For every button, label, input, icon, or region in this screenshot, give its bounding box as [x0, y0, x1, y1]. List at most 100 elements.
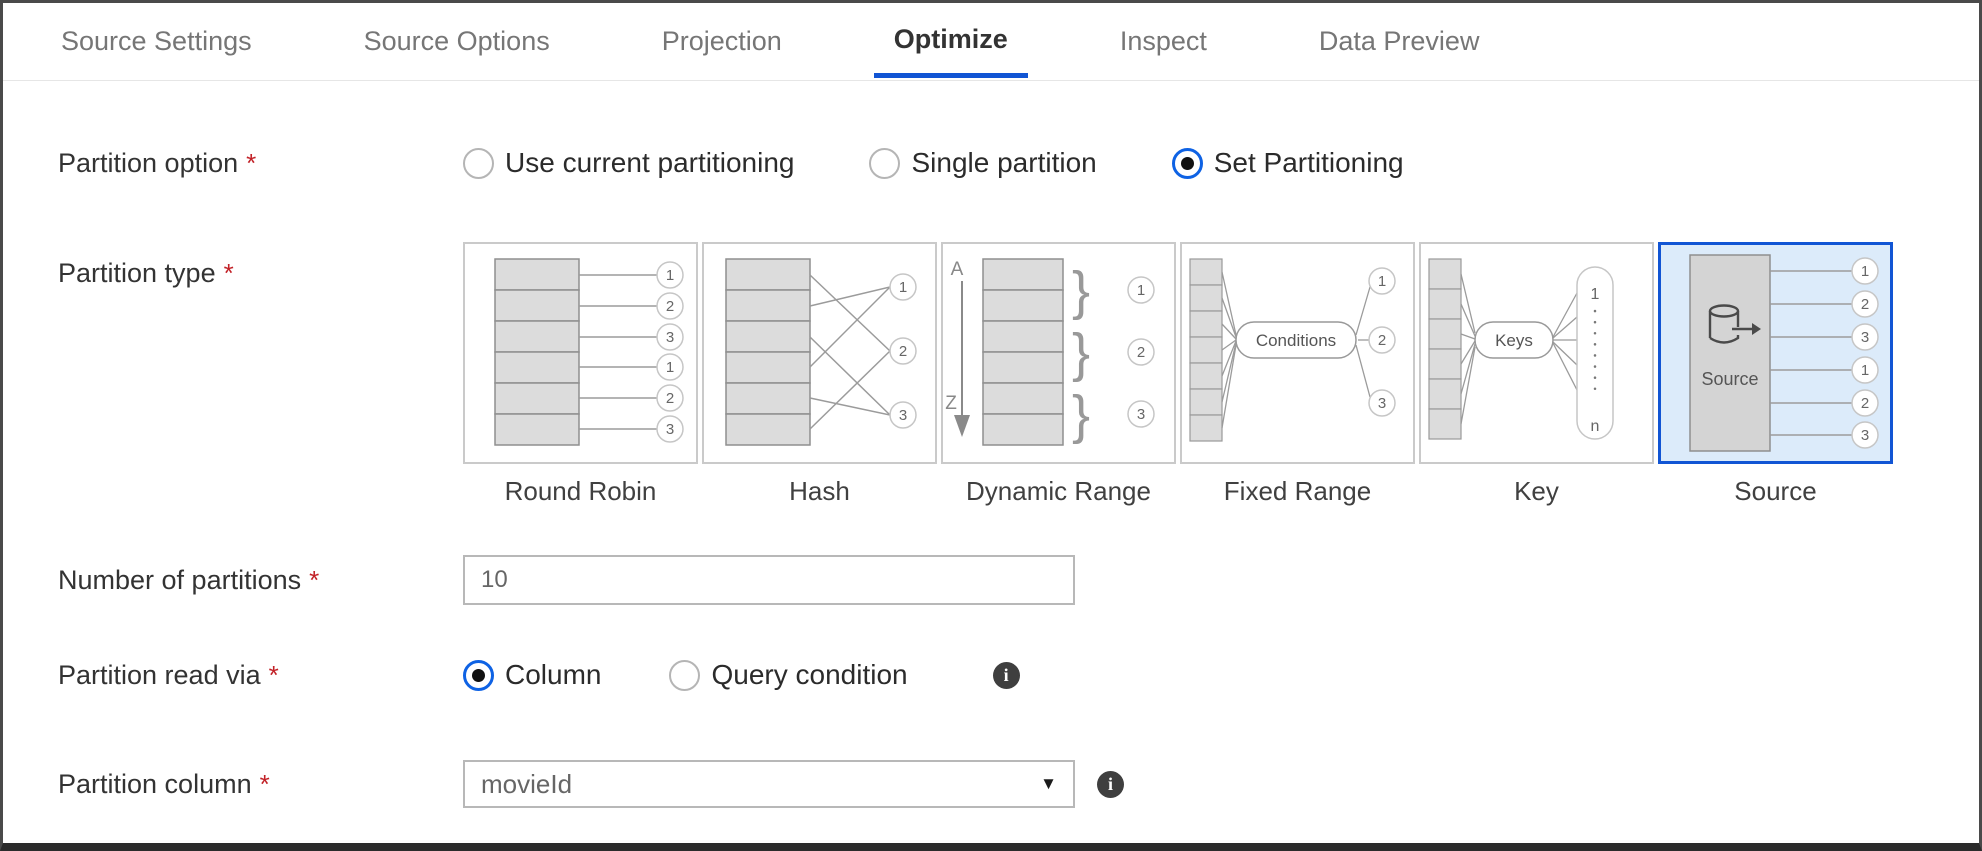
tab-data-preview[interactable]: Data Preview — [1318, 26, 1480, 56]
tab-optimize[interactable]: Optimize — [873, 6, 1028, 78]
tile-caption-source: Source — [1734, 476, 1817, 506]
partition-column-row: Partition column* movieId ▼ i — [58, 760, 1979, 808]
svg-text:}: } — [1071, 385, 1089, 445]
tile-round-robin[interactable]: 1 2 3 1 2 3 — [463, 242, 698, 464]
tab-bar: Source Settings Source Options Projectio… — [3, 3, 1979, 81]
required-asterisk: * — [259, 768, 270, 799]
svg-text:2: 2 — [1377, 332, 1385, 349]
tab-source-options[interactable]: Source Options — [363, 26, 550, 56]
chevron-down-icon: ▼ — [1040, 774, 1057, 793]
tile-hash[interactable]: 1 2 3 — [702, 242, 937, 464]
radio-circle-selected[interactable] — [463, 659, 494, 691]
partition-option-radio-group: Use current partitioning Single partitio… — [463, 147, 1404, 179]
svg-text:3: 3 — [665, 421, 673, 438]
radio-query-condition[interactable]: Query condition — [669, 659, 908, 691]
number-of-partitions-label-text: Number of partitions — [58, 564, 302, 595]
info-icon[interactable]: i — [992, 661, 1020, 689]
tab-projection[interactable]: Projection — [661, 26, 782, 56]
partition-type-tiles: 1 2 3 1 2 3 Round Robin — [463, 242, 1893, 507]
partition-read-via-label-text: Partition read via — [58, 659, 261, 690]
partition-type-label-text: Partition type — [58, 258, 216, 288]
svg-text:3: 3 — [1377, 395, 1385, 412]
radio-single-partition[interactable]: Single partition — [869, 147, 1097, 179]
tile-fixed-range[interactable]: Conditions 1 2 3 — [1180, 242, 1415, 464]
partition-read-via-label: Partition read via* — [58, 660, 463, 691]
svg-text:3: 3 — [898, 407, 906, 424]
partition-read-via-row: Partition read via* Column Query conditi… — [58, 650, 1979, 700]
radio-set-partitioning[interactable]: Set Partitioning — [1171, 147, 1404, 179]
required-asterisk: * — [309, 564, 320, 595]
radio-label: Single partition — [911, 147, 1097, 178]
radio-circle[interactable] — [669, 659, 701, 691]
svg-text:3: 3 — [1860, 427, 1868, 444]
radio-use-current-partitioning[interactable]: Use current partitioning — [463, 147, 794, 179]
tile-caption-round-robin: Round Robin — [504, 476, 657, 506]
partition-option-label: Partition option* — [58, 148, 463, 179]
info-icon[interactable]: i — [1097, 770, 1124, 798]
radio-label: Column — [505, 659, 602, 690]
radio-circle[interactable] — [869, 147, 901, 179]
tile-caption-hash: Hash — [789, 476, 850, 506]
svg-text:1: 1 — [665, 359, 673, 376]
partition-column-label-text: Partition column — [58, 768, 252, 799]
svg-text:}: } — [1071, 261, 1089, 321]
partition-option-row: Partition option* Use current partitioni… — [58, 138, 1979, 188]
tile-cell-hash: 1 2 3 Hash — [702, 242, 937, 507]
tile-cell-key: Keys 1 n Key — [1419, 242, 1654, 507]
svg-text:A: A — [950, 259, 963, 280]
tile-cell-round-robin: 1 2 3 1 2 3 Round Robin — [463, 242, 698, 507]
svg-text:Z: Z — [945, 393, 957, 414]
tab-source-settings[interactable]: Source Settings — [61, 26, 252, 56]
partition-option-label-text: Partition option — [58, 147, 239, 178]
round-robin-diagram: 1 2 3 1 2 3 — [493, 258, 684, 446]
svg-text:n: n — [1590, 418, 1599, 435]
radio-label: Set Partitioning — [1213, 147, 1404, 178]
svg-text:1: 1 — [665, 267, 673, 284]
partition-column-label: Partition column* — [58, 769, 463, 800]
svg-text:1: 1 — [1860, 362, 1868, 379]
number-of-partitions-label: Number of partitions* — [58, 565, 463, 596]
radio-label: Use current partitioning — [505, 147, 795, 178]
optimize-form: Partition option* Use current partitioni… — [3, 138, 1979, 808]
svg-text:}: } — [1071, 323, 1089, 383]
tile-caption-dynamic-range: Dynamic Range — [966, 476, 1151, 506]
svg-text:1: 1 — [1136, 282, 1144, 299]
fixed-range-diagram: Conditions 1 2 3 — [1188, 258, 1396, 442]
svg-text:3: 3 — [665, 329, 673, 346]
tab-inspect[interactable]: Inspect — [1119, 26, 1207, 56]
number-of-partitions-input[interactable] — [463, 555, 1075, 605]
svg-text:1: 1 — [1860, 263, 1868, 280]
svg-text:2: 2 — [665, 298, 673, 315]
radio-circle-selected[interactable] — [1171, 147, 1203, 179]
tile-caption-key: Key — [1514, 476, 1559, 506]
partition-column-select[interactable]: movieId ▼ — [463, 760, 1075, 808]
partition-read-via-radio-group: Column Query condition — [463, 659, 908, 691]
source-diagram: Source 1 2 — [1688, 254, 1879, 452]
svg-text:1: 1 — [1590, 286, 1599, 303]
partition-type-row: Partition type* — [58, 242, 1979, 507]
required-asterisk: * — [223, 258, 234, 288]
partition-type-label: Partition type* — [58, 242, 463, 289]
tile-source-selected[interactable]: Source 1 2 — [1658, 242, 1893, 464]
svg-text:2: 2 — [665, 390, 673, 407]
tile-cell-dynamic-range: A Z } } } — [941, 242, 1176, 507]
key-diagram: Keys 1 n — [1427, 258, 1614, 440]
dynamic-range-diagram: A Z } } } — [945, 258, 1155, 446]
radio-column[interactable]: Column — [463, 659, 601, 691]
radio-circle[interactable] — [463, 147, 494, 179]
svg-text:Source: Source — [1701, 369, 1758, 389]
tile-key[interactable]: Keys 1 n — [1419, 242, 1654, 464]
svg-text:Keys: Keys — [1495, 331, 1533, 350]
number-of-partitions-row: Number of partitions* — [58, 555, 1979, 605]
required-asterisk: * — [268, 659, 279, 690]
radio-label: Query condition — [711, 659, 908, 690]
svg-text:3: 3 — [1860, 329, 1868, 346]
required-asterisk: * — [246, 147, 257, 178]
tile-dynamic-range[interactable]: A Z } } } — [941, 242, 1176, 464]
tile-cell-source: Source 1 2 — [1658, 242, 1893, 507]
svg-text:2: 2 — [1860, 296, 1868, 313]
database-export-icon — [1708, 304, 1752, 344]
hash-diagram: 1 2 3 — [724, 258, 917, 446]
tile-cell-fixed-range: Conditions 1 2 3 Fixed Range — [1180, 242, 1415, 507]
